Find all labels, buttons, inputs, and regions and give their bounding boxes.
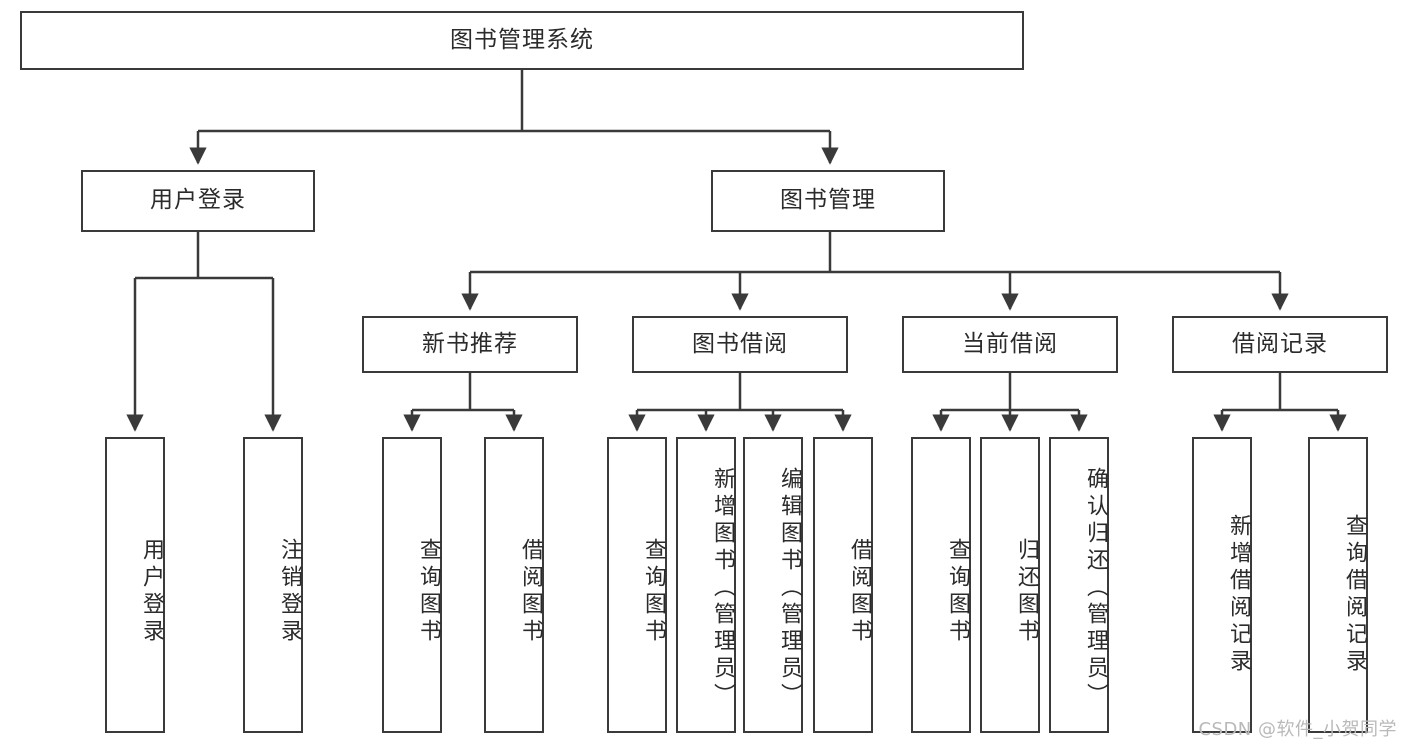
- node-leaf-user-login[interactable]: 用户登录: [105, 437, 165, 733]
- node-root-system[interactable]: 图书管理系统: [20, 11, 1024, 70]
- node-label: 编辑图书（管理员）: [777, 466, 802, 710]
- node-label: 新增图书（管理员）: [710, 466, 735, 710]
- node-label: 查询借阅记录: [1342, 514, 1367, 676]
- node-label: 新书推荐: [422, 330, 518, 357]
- node-label: 确认归还（管理员）: [1083, 466, 1108, 710]
- node-leaf-query-book-3[interactable]: 查询图书: [911, 437, 971, 733]
- node-new-book-recommend[interactable]: 新书推荐: [362, 316, 578, 373]
- node-label: 查询图书: [416, 538, 441, 646]
- node-label: 图书管理系统: [450, 26, 594, 53]
- node-label: 图书管理: [780, 187, 876, 214]
- node-leaf-edit-book[interactable]: 编辑图书（管理员）: [743, 437, 803, 733]
- node-leaf-add-book[interactable]: 新增图书（管理员）: [676, 437, 736, 733]
- node-label: 查询图书: [641, 538, 666, 646]
- node-label: 注销登录: [277, 538, 302, 646]
- node-leaf-logout[interactable]: 注销登录: [243, 437, 303, 733]
- node-user-login[interactable]: 用户登录: [81, 170, 315, 232]
- node-leaf-query-book-1[interactable]: 查询图书: [382, 437, 442, 733]
- node-label: 借阅记录: [1232, 330, 1328, 357]
- node-label: 借阅图书: [847, 538, 872, 646]
- node-label: 借阅图书: [518, 538, 543, 646]
- node-label: 查询图书: [945, 538, 970, 646]
- node-leaf-borrow-book-1[interactable]: 借阅图书: [484, 437, 544, 733]
- node-borrow-record[interactable]: 借阅记录: [1172, 316, 1388, 373]
- node-label: 图书借阅: [692, 330, 788, 357]
- node-leaf-confirm-return[interactable]: 确认归还（管理员）: [1049, 437, 1109, 733]
- node-book-manage[interactable]: 图书管理: [711, 170, 945, 232]
- csdn-watermark: CSDN @软件_小贺同学: [1198, 719, 1397, 740]
- node-leaf-query-record[interactable]: 查询借阅记录: [1308, 437, 1368, 733]
- node-book-borrow[interactable]: 图书借阅: [632, 316, 848, 373]
- node-current-borrow[interactable]: 当前借阅: [902, 316, 1118, 373]
- node-leaf-query-book-2[interactable]: 查询图书: [607, 437, 667, 733]
- node-label: 归还图书: [1014, 538, 1039, 646]
- node-label: 用户登录: [150, 187, 246, 214]
- node-leaf-return-book[interactable]: 归还图书: [980, 437, 1040, 733]
- node-label: 当前借阅: [962, 330, 1058, 357]
- node-leaf-add-record[interactable]: 新增借阅记录: [1192, 437, 1252, 733]
- node-label: 用户登录: [139, 538, 164, 646]
- node-label: 新增借阅记录: [1226, 514, 1251, 676]
- node-leaf-borrow-book-2[interactable]: 借阅图书: [813, 437, 873, 733]
